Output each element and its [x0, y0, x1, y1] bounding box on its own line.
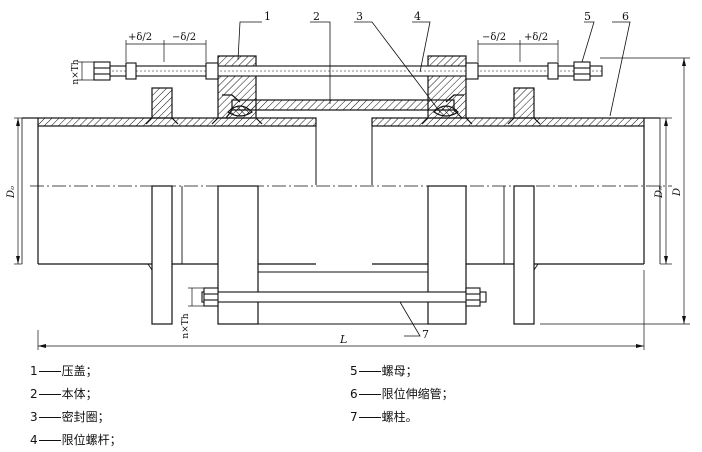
- dim-minus-delta-right: −δ/2: [482, 32, 506, 43]
- dim-plus-delta-right: +δ/2: [524, 32, 548, 43]
- legend-num: 7: [350, 410, 358, 424]
- callout-6: 6: [622, 10, 629, 23]
- legend-item-5: 5 螺母；: [350, 362, 418, 379]
- size-dimensions: [14, 57, 690, 350]
- dim-outer-diameter-right: Dₙ: [654, 186, 665, 199]
- left-flanges: [145, 55, 263, 325]
- delta-dimensions: [78, 40, 559, 307]
- right-pipe: [371, 117, 661, 265]
- dim-length: L: [339, 333, 347, 346]
- legend-num: 5: [350, 364, 358, 378]
- dim-bolt-count-bottom: n×Th: [181, 313, 191, 338]
- dim-bolt-count-top: n×Th: [71, 59, 81, 84]
- callout-7: 7: [422, 328, 429, 341]
- legend-num: 4: [30, 433, 38, 447]
- legend-item-4: 4 限位螺杆；: [30, 431, 122, 448]
- dim-plus-delta-left: +δ/2: [128, 32, 152, 43]
- right-flanges: [421, 55, 541, 325]
- legend-text: 螺柱。: [381, 410, 418, 424]
- callout-2: 2: [313, 10, 320, 23]
- parts-legend: 1 压盖； 2 本体； 3 密封圈； 4 限位螺杆； 5 螺母； 6 限位伸缩管； 7 螺柱。: [0, 348, 702, 452]
- legend-num: 6: [350, 387, 358, 401]
- legend-text: 限位螺杆；: [61, 433, 122, 447]
- legend-item-7: 7 螺柱。: [350, 408, 418, 425]
- dim-flange-diameter: D: [672, 188, 683, 197]
- legend-num: 3: [30, 410, 38, 424]
- callout-4: 4: [414, 10, 421, 23]
- dim-minus-delta-left: −δ/2: [172, 32, 196, 43]
- legend-text: 压盖；: [61, 364, 98, 378]
- callout-3: 3: [356, 10, 363, 23]
- legend-text: 螺母；: [381, 364, 418, 378]
- left-pipe: [21, 117, 317, 265]
- legend-num: 1: [30, 364, 38, 378]
- dimension-arrows: [16, 58, 686, 348]
- dim-outer-diameter-left: Dₒ: [6, 186, 17, 199]
- pipe-inner-lines: [147, 186, 539, 271]
- legend-item-6: 6 限位伸缩管；: [350, 385, 454, 402]
- legend-item-2: 2 本体；: [30, 385, 98, 402]
- legend-text: 密封圈；: [61, 410, 110, 424]
- limit-rod: [93, 61, 603, 81]
- legend-text: 限位伸缩管；: [381, 387, 454, 401]
- callout-5: 5: [584, 10, 591, 23]
- legend-item-3: 3 密封圈；: [30, 408, 110, 425]
- expansion-joint-drawing: 1 2 3 4 5 6 7 +δ/2 −δ/2 −δ/2 +δ/2 n×Th n…: [6, 10, 690, 350]
- leader-lines: [237, 21, 631, 337]
- callout-1: 1: [264, 10, 271, 23]
- legend-text: 本体；: [61, 387, 98, 401]
- stud-bolt: [201, 271, 487, 325]
- legend-num: 2: [30, 387, 38, 401]
- legend-item-1: 1 压盖；: [30, 362, 98, 379]
